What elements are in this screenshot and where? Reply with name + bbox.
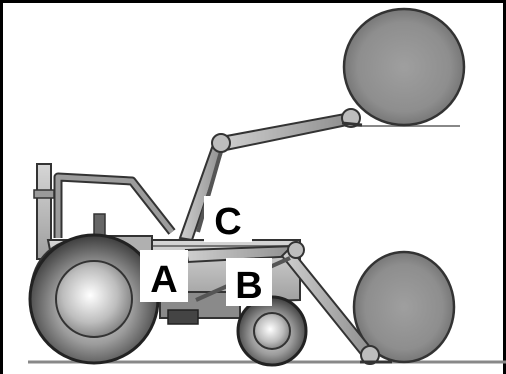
label-c-box xyxy=(204,196,252,242)
lowered-loader-arm xyxy=(184,241,392,365)
label-a-box xyxy=(140,250,188,302)
label-c: C xyxy=(214,201,241,243)
lower-hay-bale-icon xyxy=(352,250,456,364)
label-b: B xyxy=(235,265,262,307)
raised-loader-arm xyxy=(178,108,363,242)
label-b-box xyxy=(226,258,272,306)
rear-wheel-icon xyxy=(28,233,160,365)
upper-hay-bale-icon xyxy=(342,7,466,127)
front-wheel-icon xyxy=(236,295,308,367)
label-a: A xyxy=(150,259,177,301)
